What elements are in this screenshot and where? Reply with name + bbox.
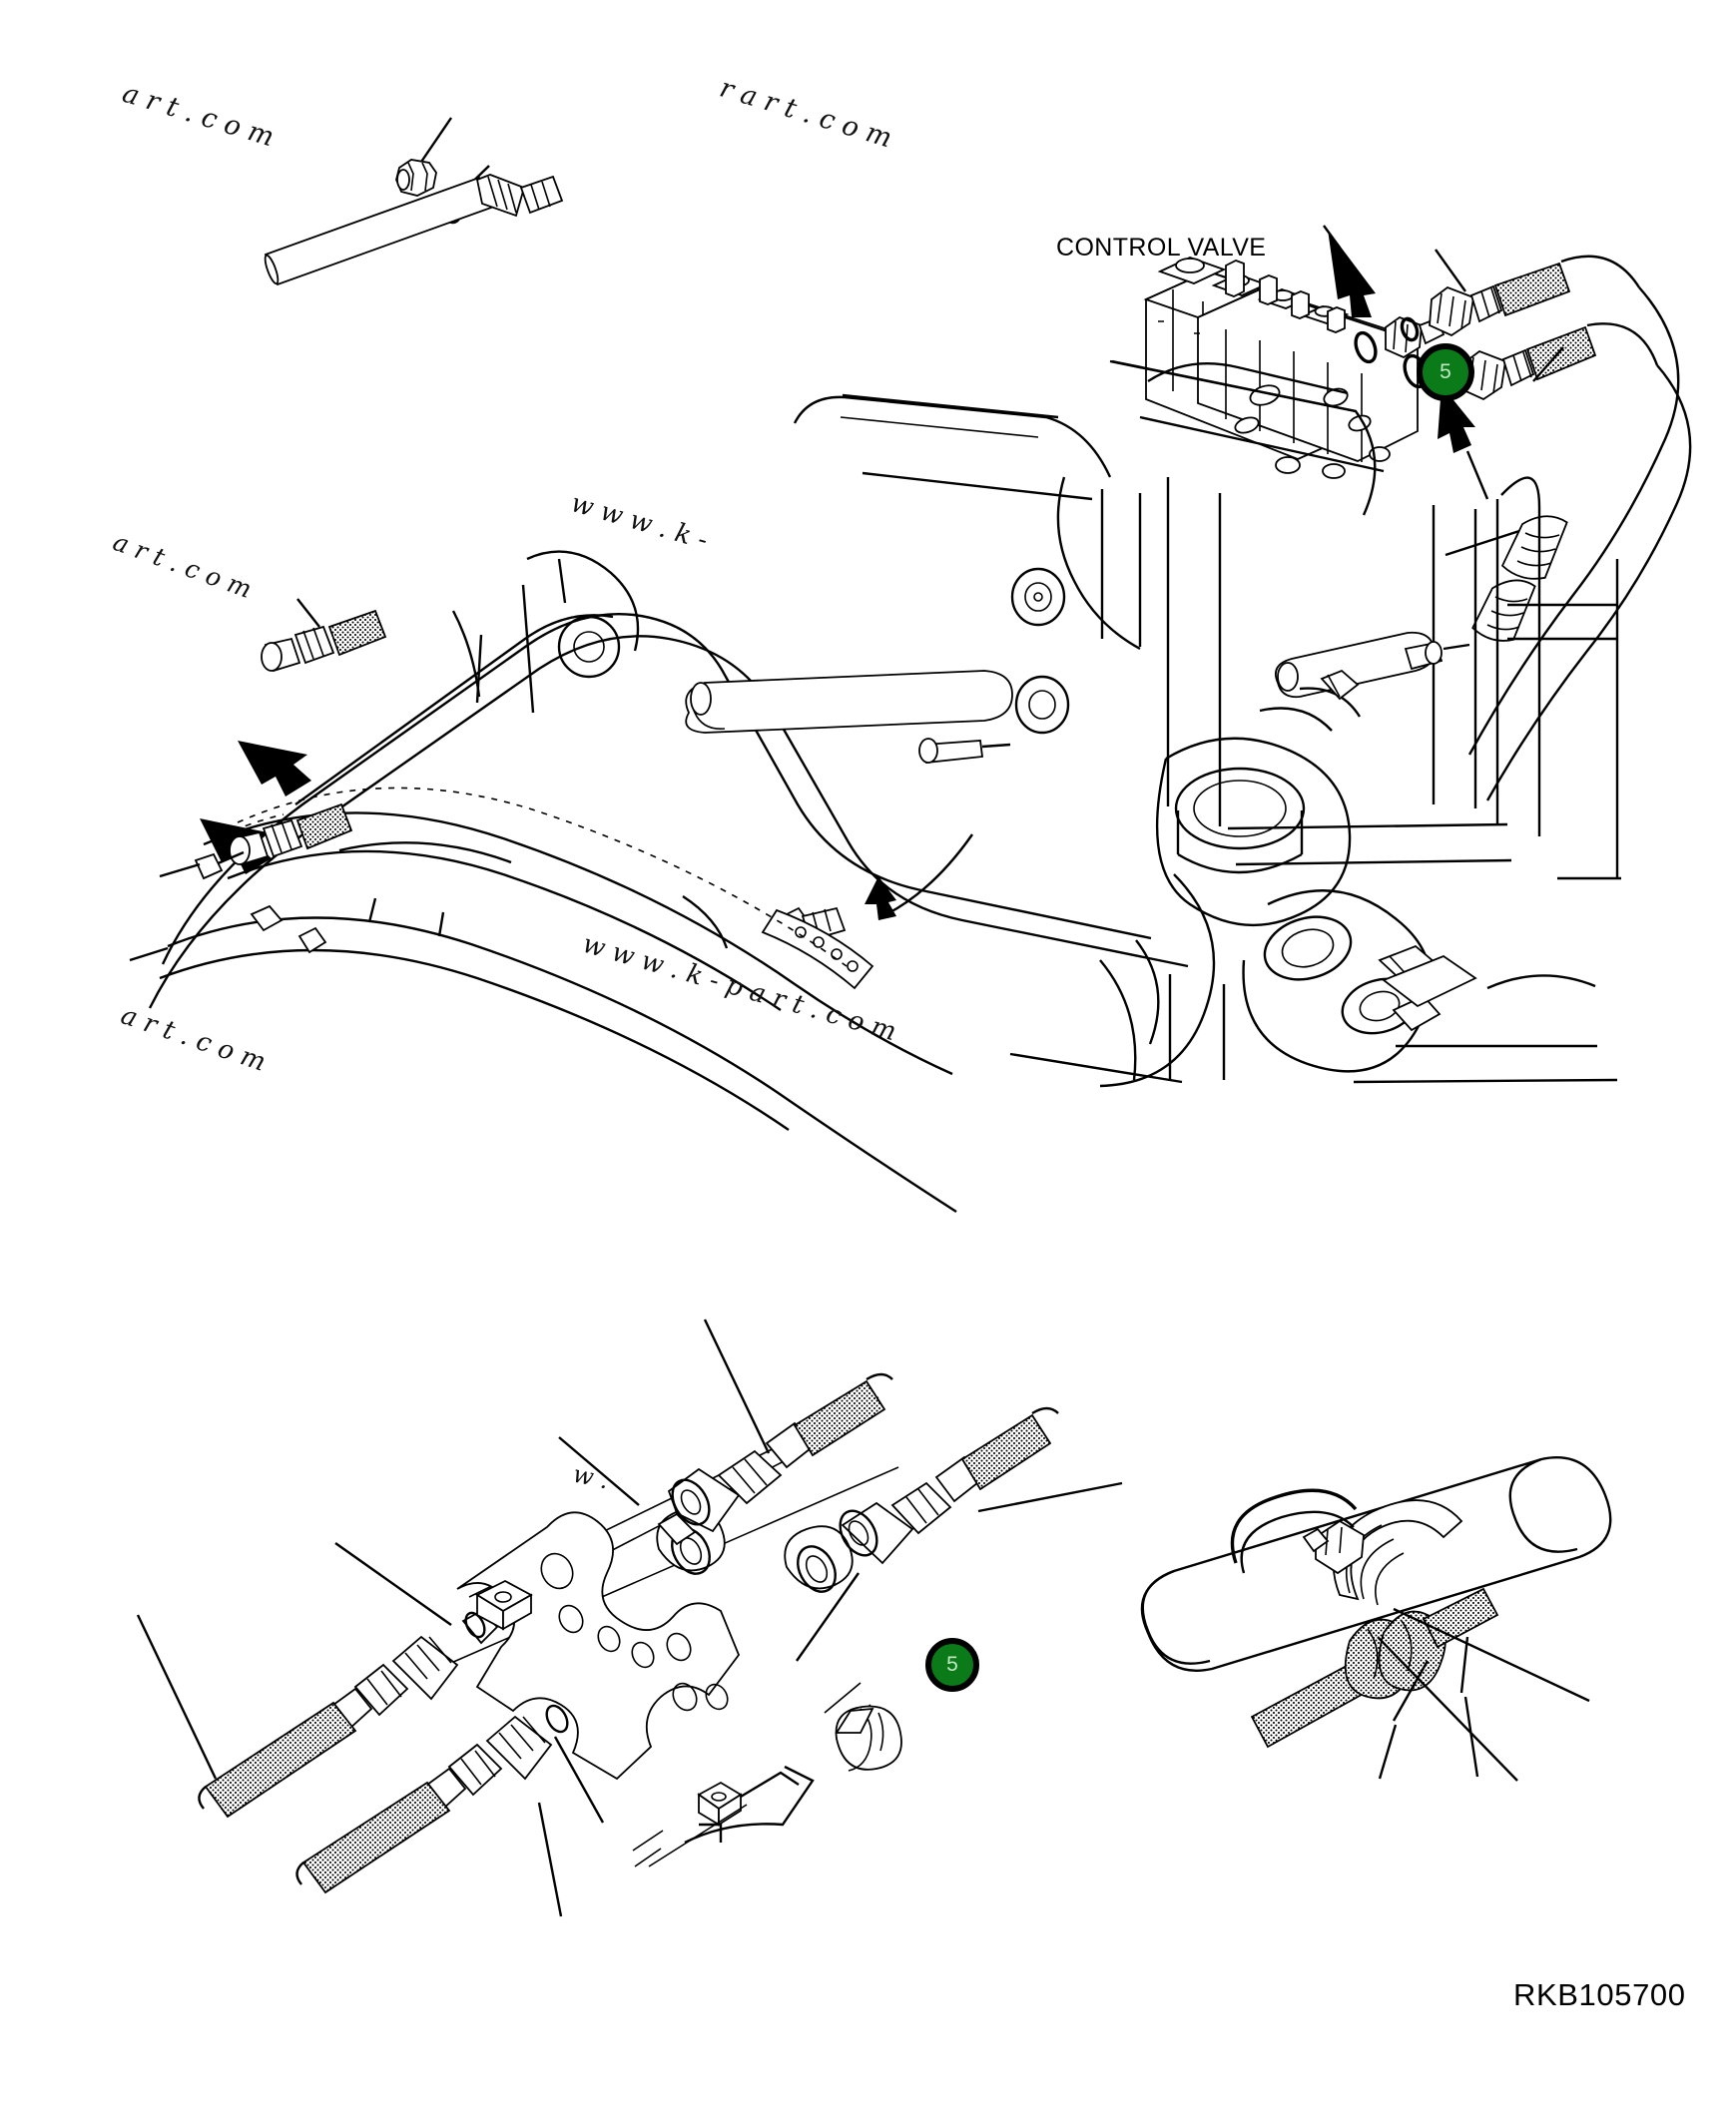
spring-guard-upper — [1500, 515, 1568, 580]
upper-frame — [1009, 362, 1621, 1088]
tube-part — [264, 174, 564, 286]
clamped-hose-end — [1250, 1587, 1499, 1780]
small-cylinder — [1274, 631, 1470, 699]
plug-cap-part — [835, 1705, 902, 1772]
hose-assembly-bottom — [295, 1704, 605, 1917]
figure-cylinder-clamp — [1140, 1456, 1612, 1782]
clamp-rail-detail — [632, 1682, 871, 1867]
plug-part — [395, 159, 437, 197]
callout-marker-5-bracket[interactable]: 5 — [925, 1638, 979, 1692]
figure-bracket-exploded — [136, 1319, 1123, 1917]
hose-assembly-top-right — [656, 1372, 893, 1575]
drawing-number: RKB105700 — [1513, 1977, 1686, 2012]
control-valve-block — [1143, 257, 1419, 479]
callout-marker-5-valve[interactable]: 5 — [1417, 343, 1474, 401]
control-valve-label: CONTROL VALVE — [1056, 234, 1267, 262]
figure-control-valve-detail — [1143, 225, 1692, 801]
left-hose-ends — [159, 598, 387, 880]
callout-number: 5 — [1440, 360, 1451, 383]
callout-number: 5 — [946, 1653, 958, 1676]
figure-tube-plug-detail — [264, 117, 564, 286]
spring-guard-lower — [1471, 579, 1536, 642]
bracket-plate — [456, 1511, 741, 1781]
hose-fitting-upper — [1429, 255, 1641, 337]
arm-cylinder — [685, 670, 1013, 764]
hose-assembly-left — [136, 1542, 533, 1819]
adapter-fitting — [1385, 315, 1446, 359]
hose-fitting-lower — [1460, 322, 1659, 401]
hose-assembly-right — [784, 1406, 1123, 1662]
figure-machine-assembly — [129, 359, 1621, 1214]
